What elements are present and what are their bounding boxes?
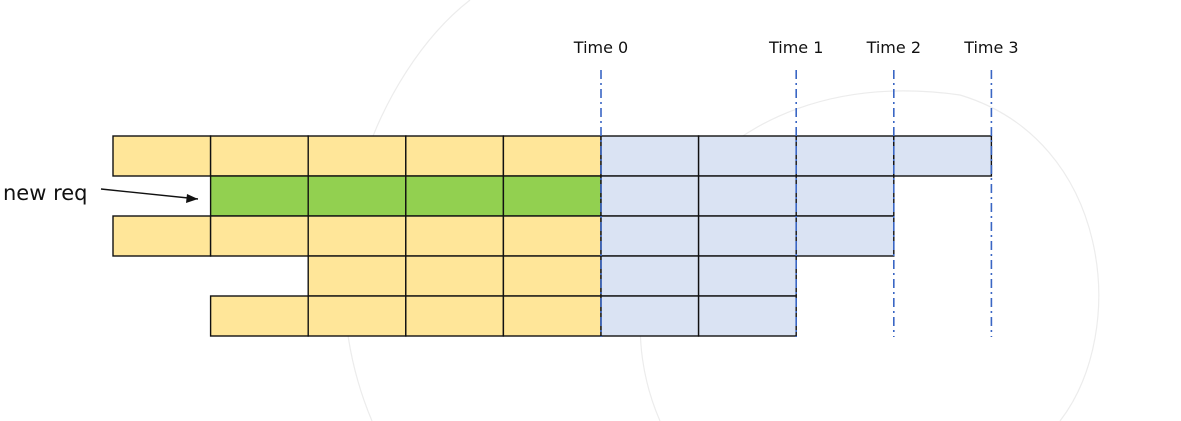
future-token-cell [600,135,700,177]
processed-token-cell [209,295,309,337]
future-token-cell [600,175,700,217]
processed-token-cell [502,135,602,177]
future-token-cell [697,255,797,297]
future-token-cell [795,175,895,217]
diagram-labels: new req [3,181,199,205]
future-token-cell [795,215,895,257]
new-request-arrow [100,188,199,200]
processed-token-cell [307,255,407,297]
future-token-cell [697,215,797,257]
new-request-cell [209,175,309,217]
processed-token-cell [502,215,602,257]
time-marker-label: Time 0 [573,38,628,57]
request-row [112,135,993,177]
processed-token-cell [209,135,309,177]
time-marker-label: Time 1 [768,38,823,57]
request-rows [112,135,993,337]
time-marker-label: Time 2 [866,38,921,57]
request-row [209,295,797,337]
processed-token-cell [502,255,602,297]
processed-token-cell [405,255,505,297]
arrow-head [186,194,198,203]
new-request-cell [405,175,505,217]
future-token-cell [600,255,700,297]
future-token-cell [697,135,797,177]
processed-token-cell [307,295,407,337]
new-request-cell [502,175,602,217]
request-row [112,215,895,257]
new-request-label: new req [3,181,88,205]
future-token-cell [893,135,993,177]
future-token-cell [600,215,700,257]
processed-token-cell [405,215,505,257]
time-markers: Time 0 Time 1 Time 2 Time 3 [573,38,1019,337]
processed-token-cell [112,135,212,177]
new-request-cell [307,175,407,217]
processed-token-cell [405,135,505,177]
processed-token-cell [112,215,212,257]
time-marker-label: Time 3 [963,38,1018,57]
request-row [307,255,797,297]
processed-token-cell [307,215,407,257]
future-token-cell [795,135,895,177]
future-token-cell [697,295,797,337]
processed-token-cell [307,135,407,177]
future-token-cell [697,175,797,217]
processed-token-cell [502,295,602,337]
new-request-row [209,175,895,217]
processed-token-cell [209,215,309,257]
future-token-cell [600,295,700,337]
processed-token-cell [405,295,505,337]
